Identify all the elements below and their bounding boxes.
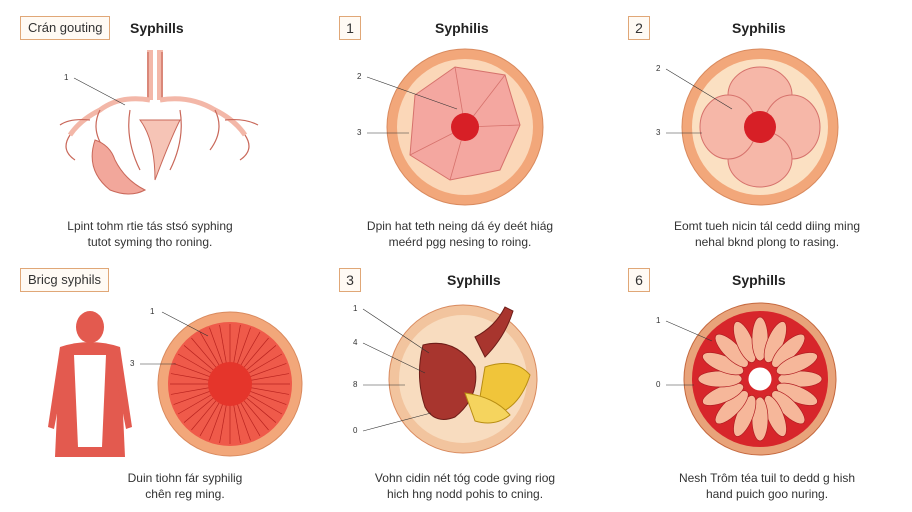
panel-tag: 2 xyxy=(628,16,650,40)
callout-label: 2 xyxy=(357,72,362,81)
callout-label: 2 xyxy=(656,64,661,73)
caption-line-2: hand puich goo nuring. xyxy=(705,487,829,501)
panel-1: Crán gouting Syphills 1 Lpint tohm rtie … xyxy=(10,10,310,260)
panel-caption: Eomt tueh nicin tál cedd diing ming neha… xyxy=(627,218,907,250)
anatomy-illustration-icon: 1 xyxy=(59,50,259,195)
starburst-ray xyxy=(249,387,290,395)
callout-label: 1 xyxy=(353,304,358,313)
starburst-ray xyxy=(247,393,283,415)
petal xyxy=(776,352,818,376)
panel-6: 6 Syphills 1 0 Nesh Trôm téa tuil to ded… xyxy=(612,262,912,512)
starburst-ray xyxy=(219,324,227,365)
starburst-ray xyxy=(236,402,251,441)
panel-tag: 1 xyxy=(339,16,361,40)
lesion-diagram-icon: 1 4 8 0 xyxy=(353,304,538,454)
callout-label: 1 xyxy=(656,316,661,325)
starburst-ray xyxy=(239,331,261,367)
caption-line-2: chên reg ming. xyxy=(145,487,225,501)
starburst-ray xyxy=(199,401,221,437)
caption-line-1: Duin tiohn fár syphilig xyxy=(127,471,243,485)
panel-4: Bricg syphils 1 3 Duin tiohn fár syphili… xyxy=(10,262,310,512)
starburst-ray xyxy=(233,324,241,365)
starburst-ray xyxy=(242,337,269,369)
starburst-ray xyxy=(248,390,287,405)
panel-title: Syphilis xyxy=(435,20,489,36)
panel-5: 3 Syphills 1 4 8 0 Vohn cidin nét tóg co… xyxy=(315,262,615,512)
starburst-ray xyxy=(183,345,215,372)
callout-label: 3 xyxy=(656,128,661,137)
starburst-ray xyxy=(239,401,261,437)
starburst-ray xyxy=(199,331,221,367)
panel-title: Syphills xyxy=(732,272,786,288)
starburst-ray xyxy=(249,373,290,381)
callout-label: 1 xyxy=(64,73,69,82)
starburst-ray xyxy=(170,373,211,381)
body-silhouette-icon xyxy=(48,311,132,457)
starburst-ray xyxy=(242,399,269,431)
starburst-ray xyxy=(248,363,287,378)
starburst-ray xyxy=(236,327,251,366)
starburst-ray xyxy=(170,387,211,395)
caption-line-2: hich hng nodd pohis to cning. xyxy=(386,487,544,501)
callout-label: 1 xyxy=(150,307,155,316)
starburst-ray xyxy=(219,403,227,444)
panel-3: 2 Syphilis 2 3 Eomt tueh nicin tál cedd … xyxy=(612,10,912,260)
starburst-ray xyxy=(209,402,224,441)
lesion-diagram-icon: 2 3 xyxy=(656,48,839,206)
starburst-ray xyxy=(173,390,212,405)
starburst-ray xyxy=(191,399,218,431)
panel-tag: 6 xyxy=(628,268,650,292)
starburst-ray xyxy=(183,396,215,423)
panel-caption: Vohn cidin nét tóg code gving riog hich … xyxy=(325,470,605,502)
panel-caption: Duin tiohn fár syphilig chên reg ming. xyxy=(85,470,285,502)
starburst-ray xyxy=(177,353,213,375)
callout-label: 8 xyxy=(353,380,358,389)
callout-label: 3 xyxy=(357,128,362,137)
caption-line-1: Eomt tueh nicin tál cedd diing ming xyxy=(673,219,861,233)
panel-title: Syphilis xyxy=(732,20,786,36)
caption-line-2: tutot syming tho roning. xyxy=(87,235,213,249)
callout-label: 4 xyxy=(353,338,358,347)
starburst-ray xyxy=(245,345,277,372)
panel-tag: Bricg syphils xyxy=(20,268,109,292)
starburst-ray xyxy=(191,337,218,369)
callout-label: 0 xyxy=(656,380,661,389)
panel-caption: Dpin hat teth neing dá éy deét hiág meér… xyxy=(320,218,600,250)
panel-title: Syphills xyxy=(447,272,501,288)
starburst-ray xyxy=(173,363,212,378)
panel-caption: Lpint tohm rtie tás stsó syphing tutot s… xyxy=(10,218,290,250)
panel-caption: Nesh Trôm téa tuil to dedd g hish hand p… xyxy=(627,470,907,502)
starburst-ray xyxy=(245,396,277,423)
caption-line-1: Vohn cidin nét tóg code gving riog xyxy=(374,471,556,485)
lesion-diagram-icon: 1 3 xyxy=(130,307,303,457)
panel-2: 1 Syphilis 2 3 Dpin hat teth neing dá éy… xyxy=(315,10,615,260)
callout-label: 3 xyxy=(130,359,135,368)
panel-title: Syphills xyxy=(130,20,184,36)
starburst-ray xyxy=(233,403,241,444)
lesion-diagram-icon: 2 3 xyxy=(357,48,544,206)
caption-line-1: Nesh Trôm téa tuil to dedd g hish xyxy=(678,471,856,485)
panel-tag: 3 xyxy=(339,268,361,292)
callout-label: 0 xyxy=(353,426,358,435)
starburst-ray xyxy=(247,353,283,375)
caption-line-1: Lpint tohm rtie tás stsó syphing xyxy=(67,219,233,233)
starburst-ray xyxy=(209,327,224,366)
caption-line-2: meérd pgg nesing to roing. xyxy=(388,235,532,249)
starburst-ray xyxy=(177,393,213,415)
caption-line-2: nehal bknd plong to rasing. xyxy=(694,235,840,249)
caption-line-1: Dpin hat teth neing dá éy deét hiág xyxy=(366,219,554,233)
lesion-diagram-icon: 1 0 xyxy=(656,302,837,456)
panel-tag: Crán gouting xyxy=(20,16,111,40)
